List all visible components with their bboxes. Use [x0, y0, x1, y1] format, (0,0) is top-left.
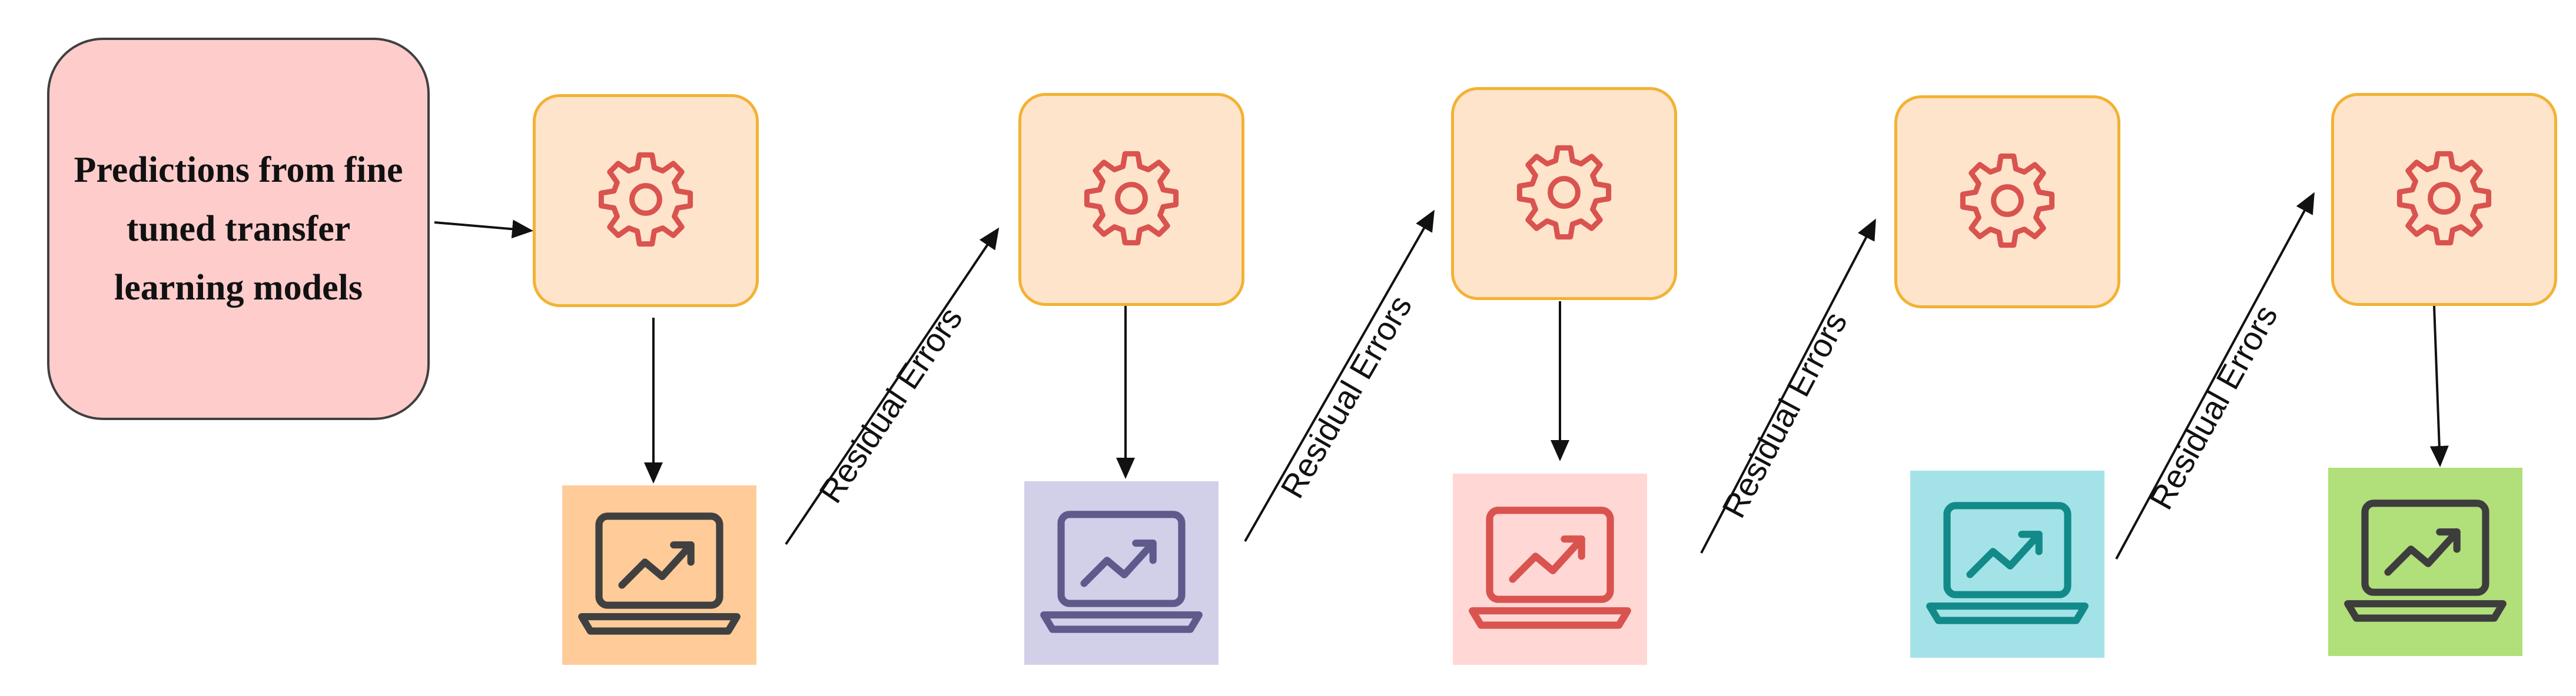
result-node-5 [2328, 468, 2522, 656]
result-node-2 [1024, 481, 1219, 665]
result-node-1 [562, 485, 756, 665]
input-predictions-box: Predictions from fine tuned transfer lea… [47, 38, 430, 420]
arrow-input-to-gear-1 [434, 219, 533, 239]
laptop-chart-icon [572, 502, 746, 648]
gear-node-5 [2331, 93, 2557, 306]
laptop-chart-icon [1034, 500, 1209, 647]
laptop-chart-icon [1463, 496, 1637, 642]
laptop-chart-icon [1920, 491, 2094, 638]
result-node-3 [1453, 474, 1647, 665]
gear-icon [2391, 145, 2497, 254]
laptop-chart-icon [2338, 489, 2512, 635]
gear-icon [1511, 139, 1617, 248]
edge-label-residual-4: Residual Errors [2142, 298, 2285, 516]
input-predictions-label: Predictions from fine tuned transfer lea… [74, 150, 403, 308]
edge-label-residual-3: Residual Errors [1714, 305, 1854, 524]
gear-node-3 [1451, 87, 1677, 300]
gear-node-2 [1018, 93, 1244, 306]
edge-label-residual-1: Residual Errors [811, 300, 970, 509]
result-node-4 [1910, 471, 2104, 658]
gear-node-4 [1894, 95, 2120, 308]
gear-icon [593, 146, 699, 255]
gear-node-1 [533, 94, 759, 307]
gear-icon [1078, 145, 1184, 254]
arrow-gear-5-to-result-5 [2429, 305, 2449, 467]
edge-label-residual-2: Residual Errors [1273, 289, 1419, 504]
gear-icon [1954, 148, 2060, 257]
